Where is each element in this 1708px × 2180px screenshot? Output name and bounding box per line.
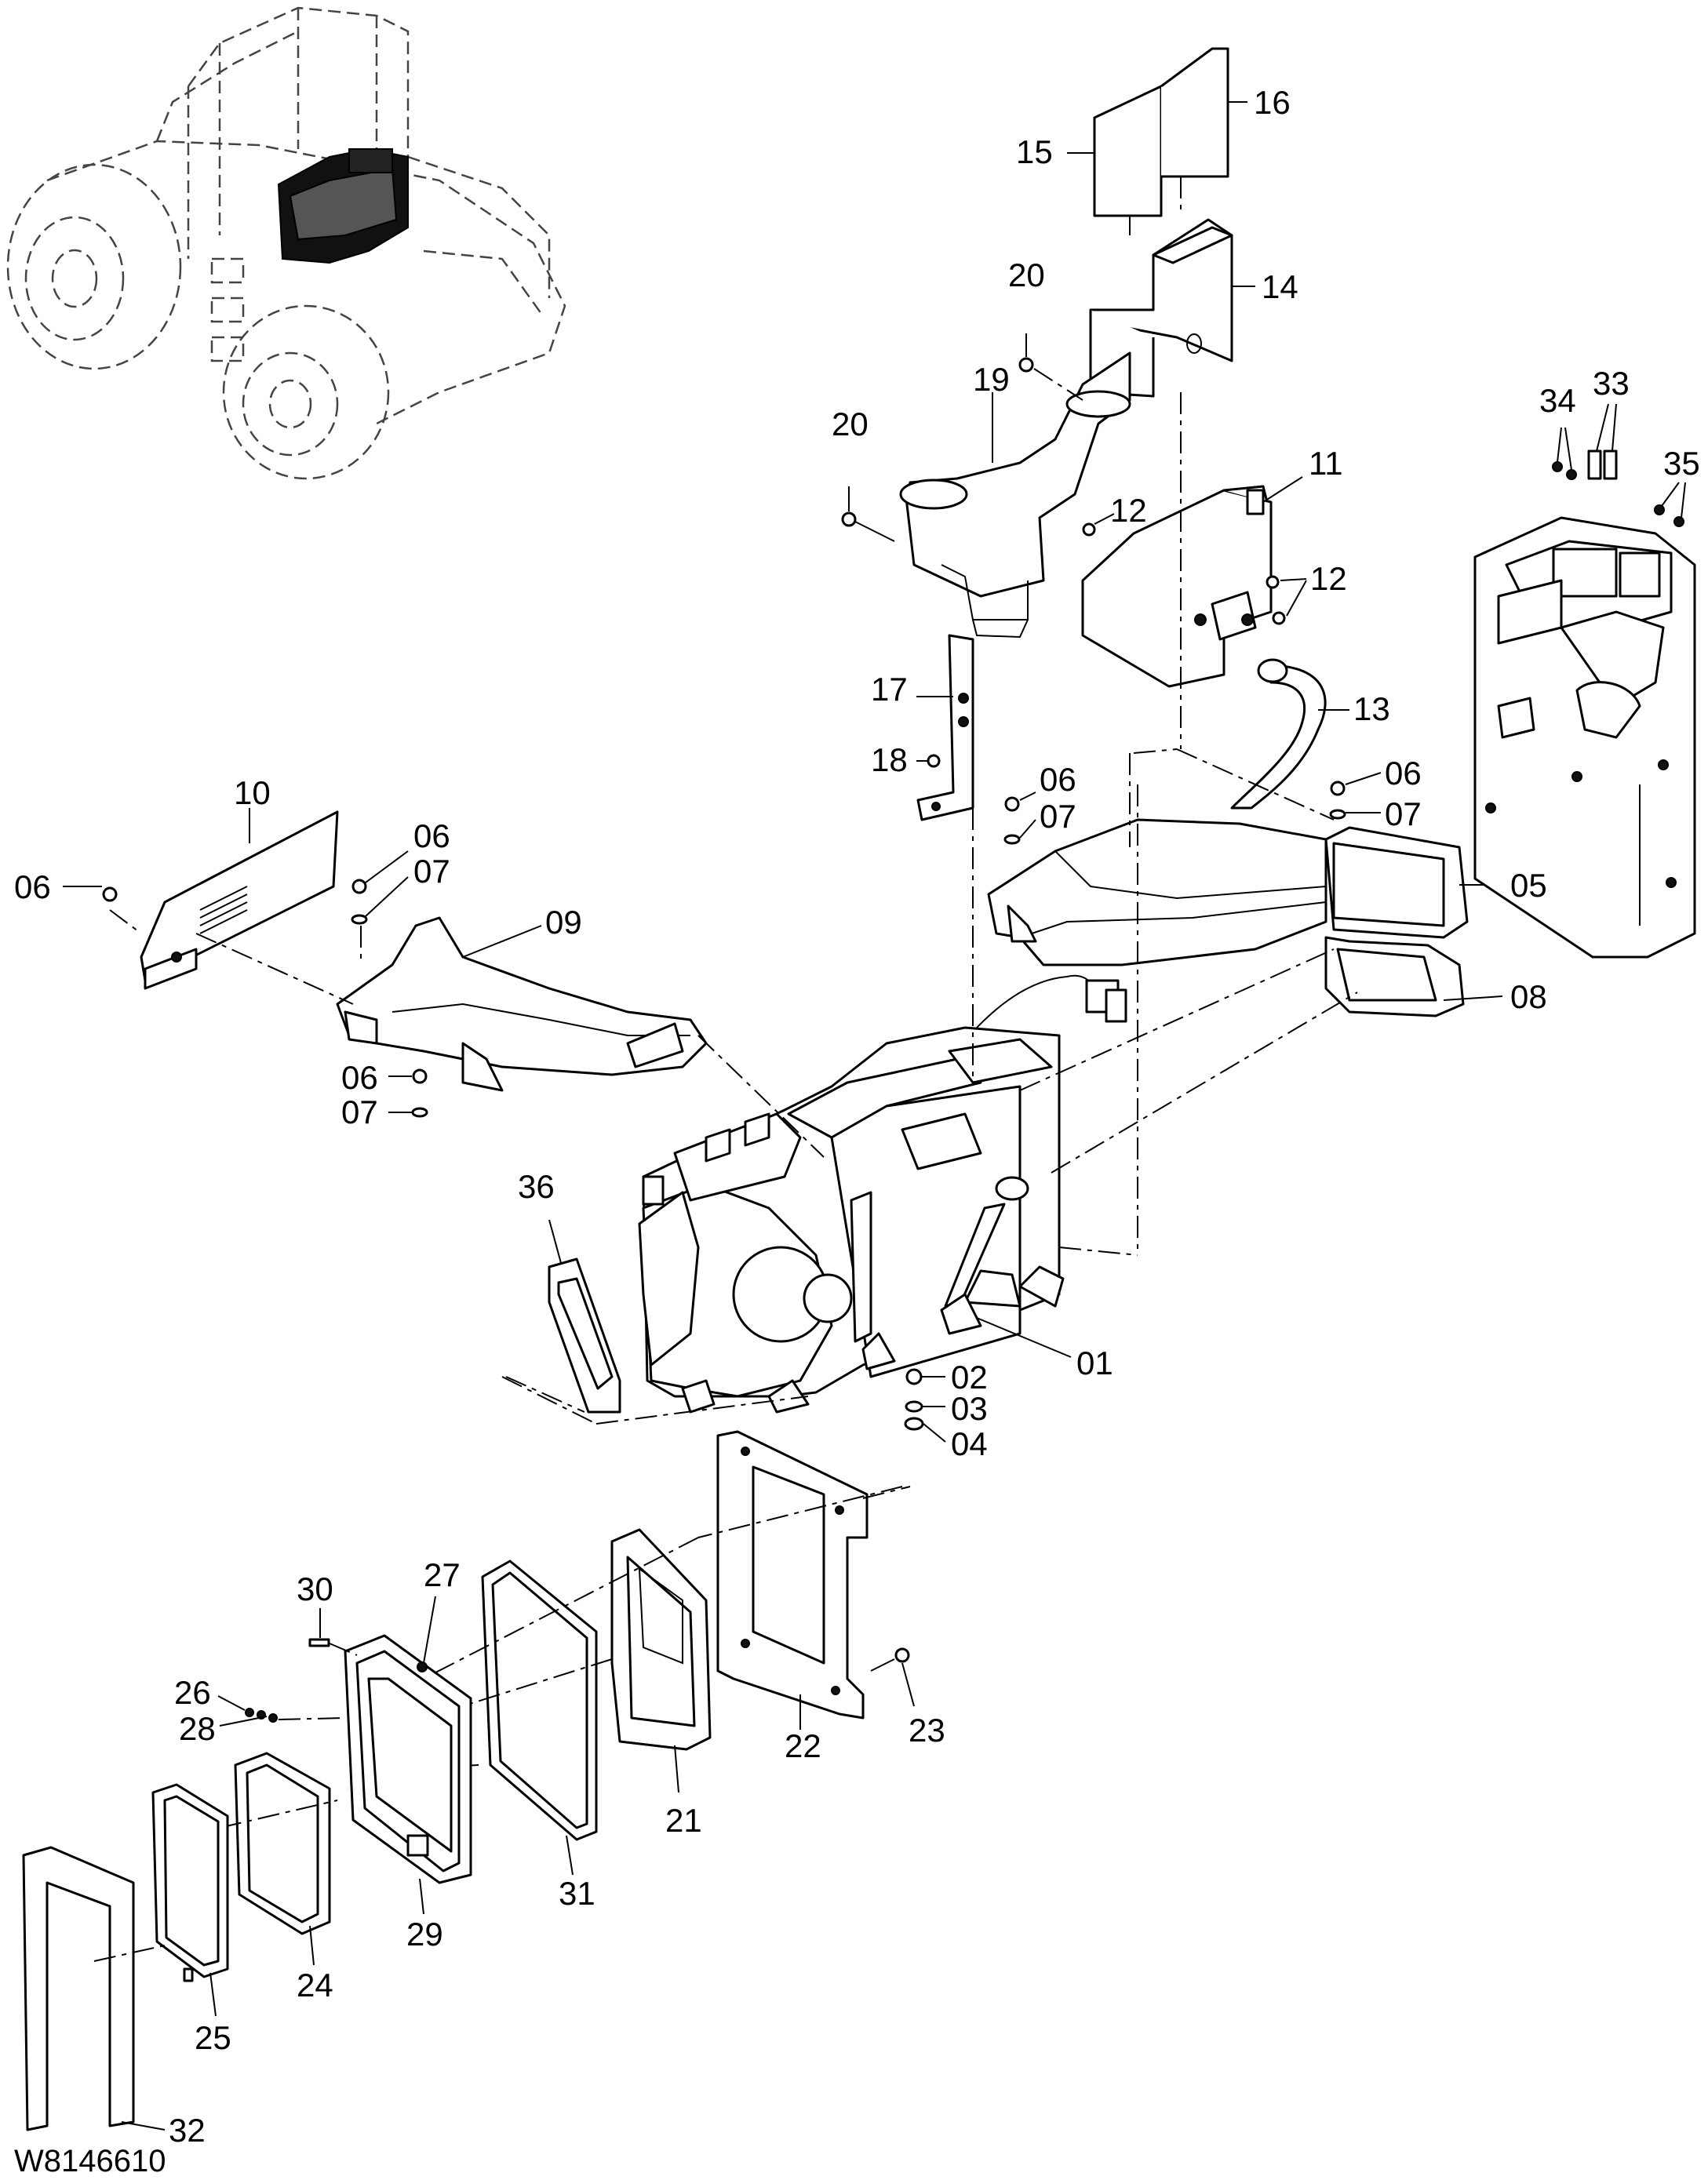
hvac-unit-01 [638,1026,1072,1414]
screw-12b [1266,575,1307,625]
washer-04 [904,1417,946,1443]
callout-labels: 01 02 03 04 05 06 06 06 06 06 07 07 07 0… [14,84,1700,2149]
harness [949,974,1127,1060]
callout-07-right: 07 [1385,795,1422,832]
callout-16: 16 [1254,84,1291,121]
duct-21 [610,1528,712,1793]
stay-17-18 [916,634,974,821]
callout-24: 24 [297,1967,333,2003]
cover-10 [140,808,339,990]
callout-28: 28 [179,1710,216,1747]
callout-06-right: 06 [1385,755,1422,792]
callout-20-upper: 20 [1008,257,1045,293]
gasket-36 [505,1219,621,1414]
callout-11: 11 [1309,445,1343,482]
callout-09: 09 [545,904,582,941]
screw-26-28 [217,1695,346,1727]
screw-06-left [63,886,142,934]
callout-25: 25 [195,2019,231,2056]
housing-29 [344,1634,472,1915]
seal-32 [22,1846,166,2131]
callout-34: 34 [1539,382,1576,419]
callout-06-lower-left: 06 [341,1059,378,1096]
callout-07-center: 07 [1040,798,1076,835]
callout-05: 05 [1510,867,1547,904]
screw-06-07-center [1003,792,1036,845]
callout-06-left: 06 [14,868,51,905]
callout-08: 08 [1510,978,1547,1015]
callout-17: 17 [871,671,908,708]
callout-13: 13 [1353,690,1390,727]
filter-24 [219,1752,338,1966]
screw-06-07-right [1329,772,1382,820]
callout-31: 31 [559,1875,595,1912]
callout-15: 15 [1016,133,1053,170]
bolt-20a [1018,333,1083,401]
callout-01: 01 [1076,1345,1113,1381]
callout-06-upper-left: 06 [413,817,450,854]
callout-29: 29 [406,1916,443,1953]
drawing-code: W8146610 [14,2144,166,2178]
callout-07-lower-left: 07 [341,1094,378,1130]
duct-08 [1324,936,1503,1017]
callout-20-left: 20 [832,406,869,442]
callout-19: 19 [973,361,1010,398]
screw-23 [870,1647,915,1707]
duct-19 [899,351,1131,639]
callout-36: 36 [518,1168,555,1205]
callout-32: 32 [169,2112,206,2149]
callout-21: 21 [665,1802,702,1839]
callout-30: 30 [297,1570,333,1607]
callout-02: 02 [951,1359,988,1396]
callout-14: 14 [1262,268,1298,305]
callout-10: 10 [234,774,271,811]
machine-location-view [6,6,566,480]
callout-26: 26 [174,1674,211,1711]
callout-35: 35 [1663,445,1700,482]
callout-04: 04 [951,1425,988,1462]
callout-22: 22 [785,1727,821,1764]
callout-18: 18 [871,741,908,778]
panel-16 [1160,47,1247,178]
bolt-20b [841,486,895,542]
callout-12-lower: 12 [1310,560,1347,597]
pin-30 [308,1608,358,1656]
screw-12a [1082,513,1115,537]
callout-27: 27 [424,1556,461,1593]
callout-23: 23 [909,1712,945,1749]
callout-03: 03 [951,1390,988,1427]
washer-03 [905,1400,945,1413]
seal-31 [481,1559,598,1876]
plate-22 [716,1430,911,1730]
callout-07-upper-left: 07 [413,853,450,890]
bolt-02 [905,1368,945,1385]
screw-34 [1552,427,1577,480]
callout-12-upper: 12 [1110,492,1147,529]
relay-33 [1587,403,1618,480]
callout-33: 33 [1593,365,1630,402]
duct-05 [987,818,1502,966]
cover-11 [1081,476,1303,688]
screw-27 [417,1596,436,1672]
frame-25 [151,1783,229,2017]
screw-35 [1654,482,1686,527]
duct-09 [195,916,708,1092]
callout-06-center: 06 [1040,761,1076,798]
screw-06-07-lower-left [388,1068,428,1118]
screw-06-07-upper-left [351,850,409,965]
relay-box [1473,516,1696,959]
panel-15 [1067,85,1163,217]
hose-13 [1230,658,1349,810]
